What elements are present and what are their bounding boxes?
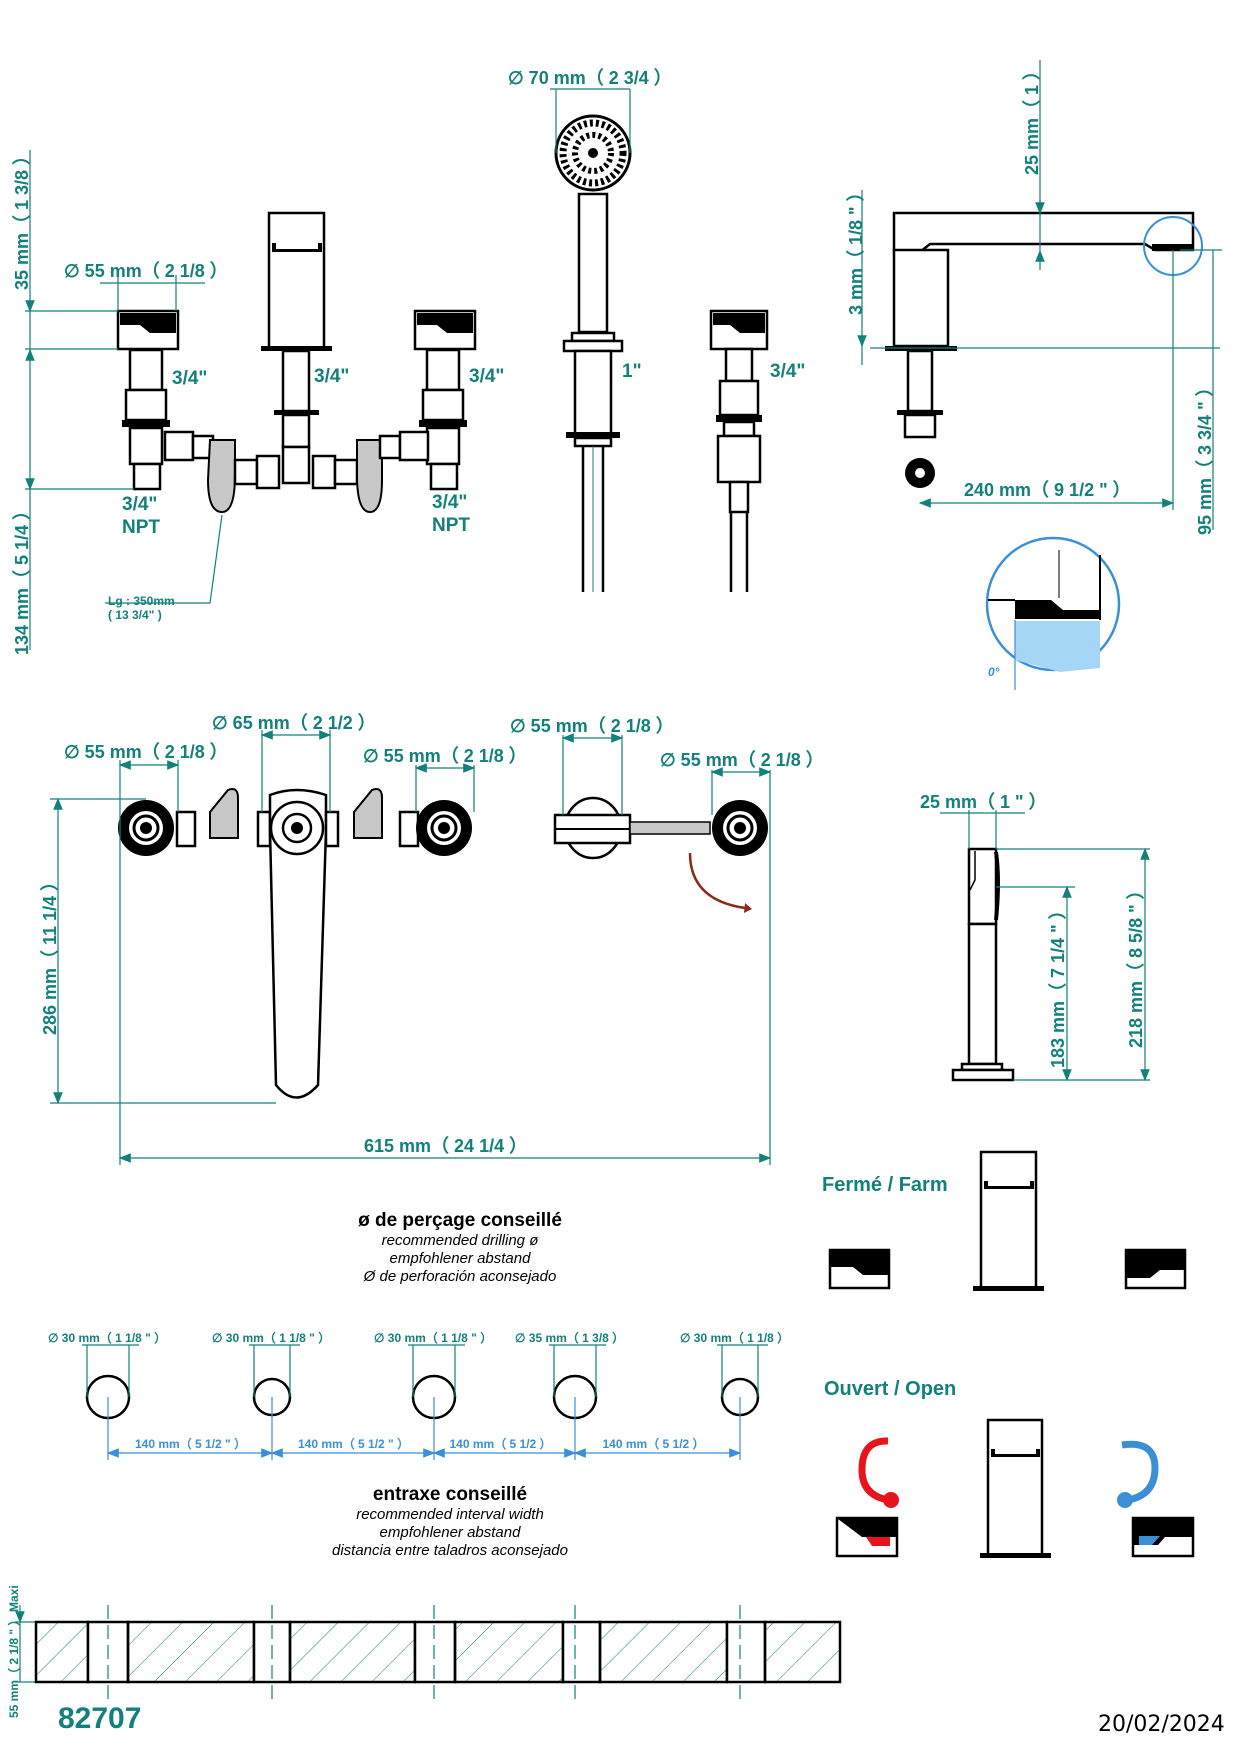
right-handle — [413, 309, 477, 491]
connection-shower-label: 1" — [622, 361, 642, 382]
deck-hole-section — [561, 1620, 602, 1684]
drilling-title: ø de perçage conseillé — [358, 1210, 562, 1231]
drill-hole: ∅ 30 mm（ 1 1/8 " ） — [374, 1330, 492, 1460]
drilling-plan: ∅ 30 mm（ 1 1/8 " ） ∅ 30 mm（ 1 1/8 " ） ∅ 30… — [48, 1330, 789, 1460]
drilling-sub-en: recommended drilling ø — [381, 1232, 539, 1249]
deck-max-label: Maxi — [7, 1585, 21, 1612]
handle-diameter-label: ∅ 55 mm（ 2 1/8 ） — [64, 261, 228, 281]
drill-hole-diameter-label: ∅ 35 mm（ 1 3/8 ） — [515, 1330, 624, 1345]
plan-shower-base-diameter: ∅ 55 mm（ 2 1/8 ） — [510, 716, 674, 736]
spout-height-label: 95 mm（ 3 3/4 " ） — [1195, 378, 1215, 535]
front-elevation: 35 mm（ 1 3/8 ） 134 mm（ 5 1/4 ） ∅ 55 mm（ … — [12, 68, 805, 655]
deck-hole-section — [413, 1620, 457, 1684]
hose-length-label: Lg : 350mm — [108, 594, 175, 608]
connection-spout-label: 3/4" — [314, 366, 349, 387]
shower-side-view: 25 mm（ 1 " ） 183 mm（ 7 1/4 " ） 218 mm（ 8… — [920, 792, 1150, 1082]
interval-sub-en: recommended interval width — [356, 1506, 544, 1523]
closed-state — [828, 1150, 1187, 1291]
connection-shower-valve-label: 3/4" — [770, 361, 805, 382]
spout-thickness-label: 25 mm（ 1 ） — [1022, 62, 1042, 175]
open-state-label: Ouvert / Open — [824, 1378, 957, 1400]
npt-right-label: NPT — [432, 515, 470, 536]
body-height-label: 134 mm（ 5 1/4 ） — [12, 502, 32, 655]
deck-solid-section — [34, 1620, 90, 1684]
npt-left-size: 3/4" — [122, 494, 157, 515]
plan-depth-label: 286 mm（ 11 1/4 ） — [40, 873, 60, 1035]
interval-caption: entraxe conseillé recommended interval w… — [290, 1484, 610, 1560]
deck-solid-section — [598, 1620, 729, 1684]
drill-spacing: 140 mm（ 5 1/2 ） — [432, 1436, 577, 1458]
drill-spacing-label: 140 mm（ 5 1/2 " ） — [135, 1436, 246, 1451]
deck-solid-section — [763, 1620, 842, 1684]
drill-spacing: 140 mm（ 5 1/2 " ） — [106, 1436, 274, 1458]
shower-width-label: 25 mm（ 1 " ） — [920, 792, 1047, 812]
connection-hoses — [163, 430, 430, 514]
plan-left-handle-diameter: ∅ 55 mm（ 2 1/8 ） — [64, 742, 228, 762]
left-handle — [116, 309, 180, 491]
interval-sub-de: empfohlener abstand — [379, 1524, 521, 1541]
deck-solid-section — [288, 1620, 417, 1684]
npt-right-size: 3/4" — [432, 492, 467, 513]
plan-total-width-label: 615 mm（ 24 1/4 ） — [364, 1136, 527, 1156]
drill-hole-diameter-label: ∅ 30 mm（ 1 1/8 ） — [680, 1330, 789, 1345]
connection-right-label: 3/4" — [469, 366, 504, 387]
aerator-detail: 0° — [985, 536, 1121, 690]
shower-valve — [709, 309, 769, 592]
drill-spacing-label: 140 mm（ 5 1/2 " ） — [298, 1436, 409, 1451]
npt-left-label: NPT — [122, 517, 160, 538]
deck-hole-section — [725, 1620, 767, 1684]
spout-side-view: 25 mm（ 1 ） 3 mm（ 1/8 " ） 95 mm（ 3 3/4 " … — [846, 60, 1222, 690]
document-date: 20/02/2024 — [1098, 1712, 1225, 1737]
base-thickness-label: 3 mm（ 1/8 " ） — [846, 183, 866, 315]
drilling-sub-de: empfohlener abstand — [389, 1250, 531, 1267]
plan-right-handle-diameter: ∅ 55 mm（ 2 1/8 ） — [363, 746, 527, 766]
plan-shower — [553, 796, 768, 913]
drill-spacing: 140 mm（ 5 1/2 ） — [573, 1436, 742, 1458]
hot-rotation-arrow-icon — [858, 1437, 889, 1504]
drill-hole-diameter-label: ∅ 30 mm（ 1 1/8 " ） — [48, 1330, 166, 1345]
drill-hole-diameter-label: ∅ 30 mm（ 1 1/8 " ） — [212, 1330, 330, 1345]
drill-spacing-label: 140 mm（ 5 1/2 ） — [450, 1436, 552, 1451]
handle-height-label: 35 mm（ 1 3/8 ） — [12, 147, 32, 290]
deck-thickness-label: 55 mm（ 2 1/8 " ） — [6, 1614, 21, 1718]
spout — [261, 211, 332, 485]
drilling-sub-es: Ø de perforación aconsejado — [363, 1268, 557, 1285]
shower-diameter-label: ∅ 70 mm（ 2 3/4 ） — [508, 68, 672, 88]
deck-solid-section — [453, 1620, 565, 1684]
closed-state-label: Fermé / Farm — [822, 1174, 948, 1196]
plan-view: ∅ 55 mm（ 2 1/8 ） ∅ 65 mm（ 2 1/2 ） ∅ 55 m… — [40, 713, 824, 1165]
product-reference: 82707 — [58, 1702, 142, 1735]
plan-shower-valve-diameter: ∅ 55 mm（ 2 1/8 ） — [660, 750, 824, 770]
plan-spout-diameter: ∅ 65 mm（ 2 1/2 ） — [212, 713, 376, 733]
drill-spacing: 140 mm（ 5 1/2 " ） — [270, 1436, 436, 1458]
shower-height-total-label: 218 mm（ 8 5/8 " ） — [1126, 881, 1146, 1048]
drill-hole: ∅ 30 mm（ 1 1/8 ） — [680, 1330, 789, 1460]
interval-sub-es: distancia entre taladros aconsejado — [332, 1542, 568, 1559]
shower-height-low-label: 183 mm（ 7 1/4 " ） — [1048, 901, 1068, 1068]
spout-reach-label: 240 mm（ 9 1/2 " ） — [964, 480, 1131, 500]
dimension-lines-top — [25, 88, 631, 650]
drill-hole-diameter-label: ∅ 30 mm（ 1 1/8 " ） — [374, 1330, 492, 1345]
deck-section: 55 mm（ 2 1/8 " ） Maxi — [6, 1585, 842, 1718]
connection-left-label: 3/4" — [172, 368, 207, 389]
cold-rotation-arrow-icon — [1121, 1440, 1159, 1504]
drill-hole: ∅ 35 mm（ 1 3/8 ） — [515, 1330, 624, 1460]
plan-left-handle — [118, 800, 174, 856]
hose-length-inch-label: ( 13 3/4" ) — [108, 608, 162, 622]
drill-hole: ∅ 30 mm（ 1 1/8 " ） — [48, 1330, 166, 1460]
dimension-lines-plan — [50, 730, 772, 1165]
drilling-caption: ø de perçage conseillé recommended drill… — [300, 1210, 620, 1286]
plan-right-handle — [416, 800, 472, 856]
hand-shower — [554, 114, 632, 592]
plan-lever — [268, 788, 328, 1099]
detail-angle-label: 0° — [988, 665, 1000, 679]
deck-solid-section — [126, 1620, 256, 1684]
drill-spacing-label: 140 mm（ 5 1/2 ） — [603, 1436, 705, 1451]
interval-title: entraxe conseillé — [372, 1484, 528, 1505]
open-state — [835, 1418, 1195, 1558]
